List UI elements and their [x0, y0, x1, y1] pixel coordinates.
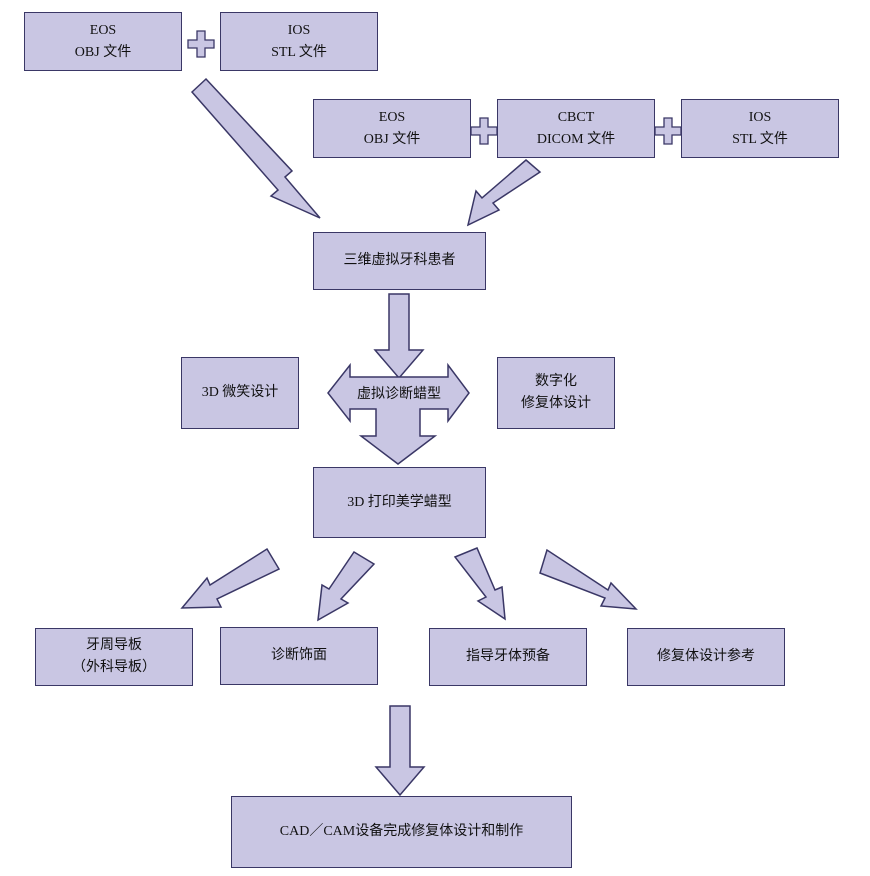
- periodontal-guide-box: 牙周导板 （外科导板）: [35, 628, 193, 686]
- label-line-2: STL 文件: [732, 131, 788, 147]
- restoration-design-reference-box: 修复体设计参考: [627, 628, 785, 686]
- label-line-2: （外科导板）: [72, 660, 156, 675]
- virtual-diagnostic-waxup-label: 虚拟诊断蜡型: [357, 387, 441, 402]
- label-line-1: IOS: [748, 109, 772, 125]
- arrow-to-diagnostic-veneer: [317, 550, 376, 622]
- virtual-waxup-cross-arrow: [327, 362, 470, 465]
- plus-connector-eos-cbct: [470, 117, 498, 145]
- label: 三维虚拟牙科患者: [343, 253, 456, 268]
- arrow-to-virtual-patient-left: [190, 77, 321, 219]
- label-line-1: IOS: [287, 22, 311, 38]
- label-line-1: 数字化: [535, 374, 577, 389]
- label: 修复体设计参考: [657, 649, 755, 664]
- label-line-2: OBJ 文件: [363, 131, 421, 147]
- ios-stl-file-box-top: IOS STL 文件: [220, 12, 378, 71]
- arrow-to-restoration-reference: [539, 548, 638, 610]
- virtual-dental-patient-box: 三维虚拟牙科患者: [313, 232, 486, 290]
- 3d-printed-aesthetic-waxup-box: 3D 打印美学蜡型: [313, 467, 486, 538]
- label: 诊断饰面: [271, 648, 327, 663]
- label-line-2: DICOM 文件: [536, 131, 616, 147]
- label: CAD／CAM设备完成修复体设计和制作: [279, 824, 524, 839]
- label-line-1: EOS: [89, 22, 117, 38]
- label-line-2: 修复体设计: [521, 396, 591, 411]
- diagnostic-veneer-box: 诊断饰面: [220, 627, 378, 685]
- digital-restoration-design-box: 数字化 修复体设计: [497, 357, 615, 429]
- arrow-to-virtual-patient-right: [466, 159, 542, 227]
- label-line-2: OBJ 文件: [74, 44, 132, 60]
- arrow-down-to-cad-cam: [374, 705, 426, 797]
- arrow-to-periodontal-guide: [180, 547, 281, 609]
- label-line-1: CBCT: [557, 109, 595, 125]
- label: 3D 打印美学蜡型: [347, 494, 452, 510]
- plus-connector-cbct-ios: [654, 117, 682, 145]
- label-line-1: EOS: [378, 109, 406, 125]
- label: 3D 微笑设计: [201, 385, 279, 400]
- eos-obj-file-box: EOS OBJ 文件: [313, 99, 471, 158]
- ios-stl-file-box: IOS STL 文件: [681, 99, 839, 158]
- eos-obj-file-box-top: EOS OBJ 文件: [24, 12, 182, 71]
- arrow-to-guided-prep: [453, 547, 506, 621]
- cad-cam-fabrication-box: CAD／CAM设备完成修复体设计和制作: [231, 796, 572, 868]
- plus-connector-top: [187, 30, 215, 58]
- label-line-2: STL 文件: [271, 44, 327, 60]
- arrow-down-to-waxup: [373, 293, 425, 380]
- label-line-1: 牙周导板: [86, 638, 142, 653]
- 3d-smile-design-box: 3D 微笑设计: [181, 357, 299, 429]
- label: 指导牙体预备: [466, 649, 550, 664]
- cbct-dicom-file-box: CBCT DICOM 文件: [497, 99, 655, 158]
- guided-tooth-prep-box: 指导牙体预备: [429, 628, 587, 686]
